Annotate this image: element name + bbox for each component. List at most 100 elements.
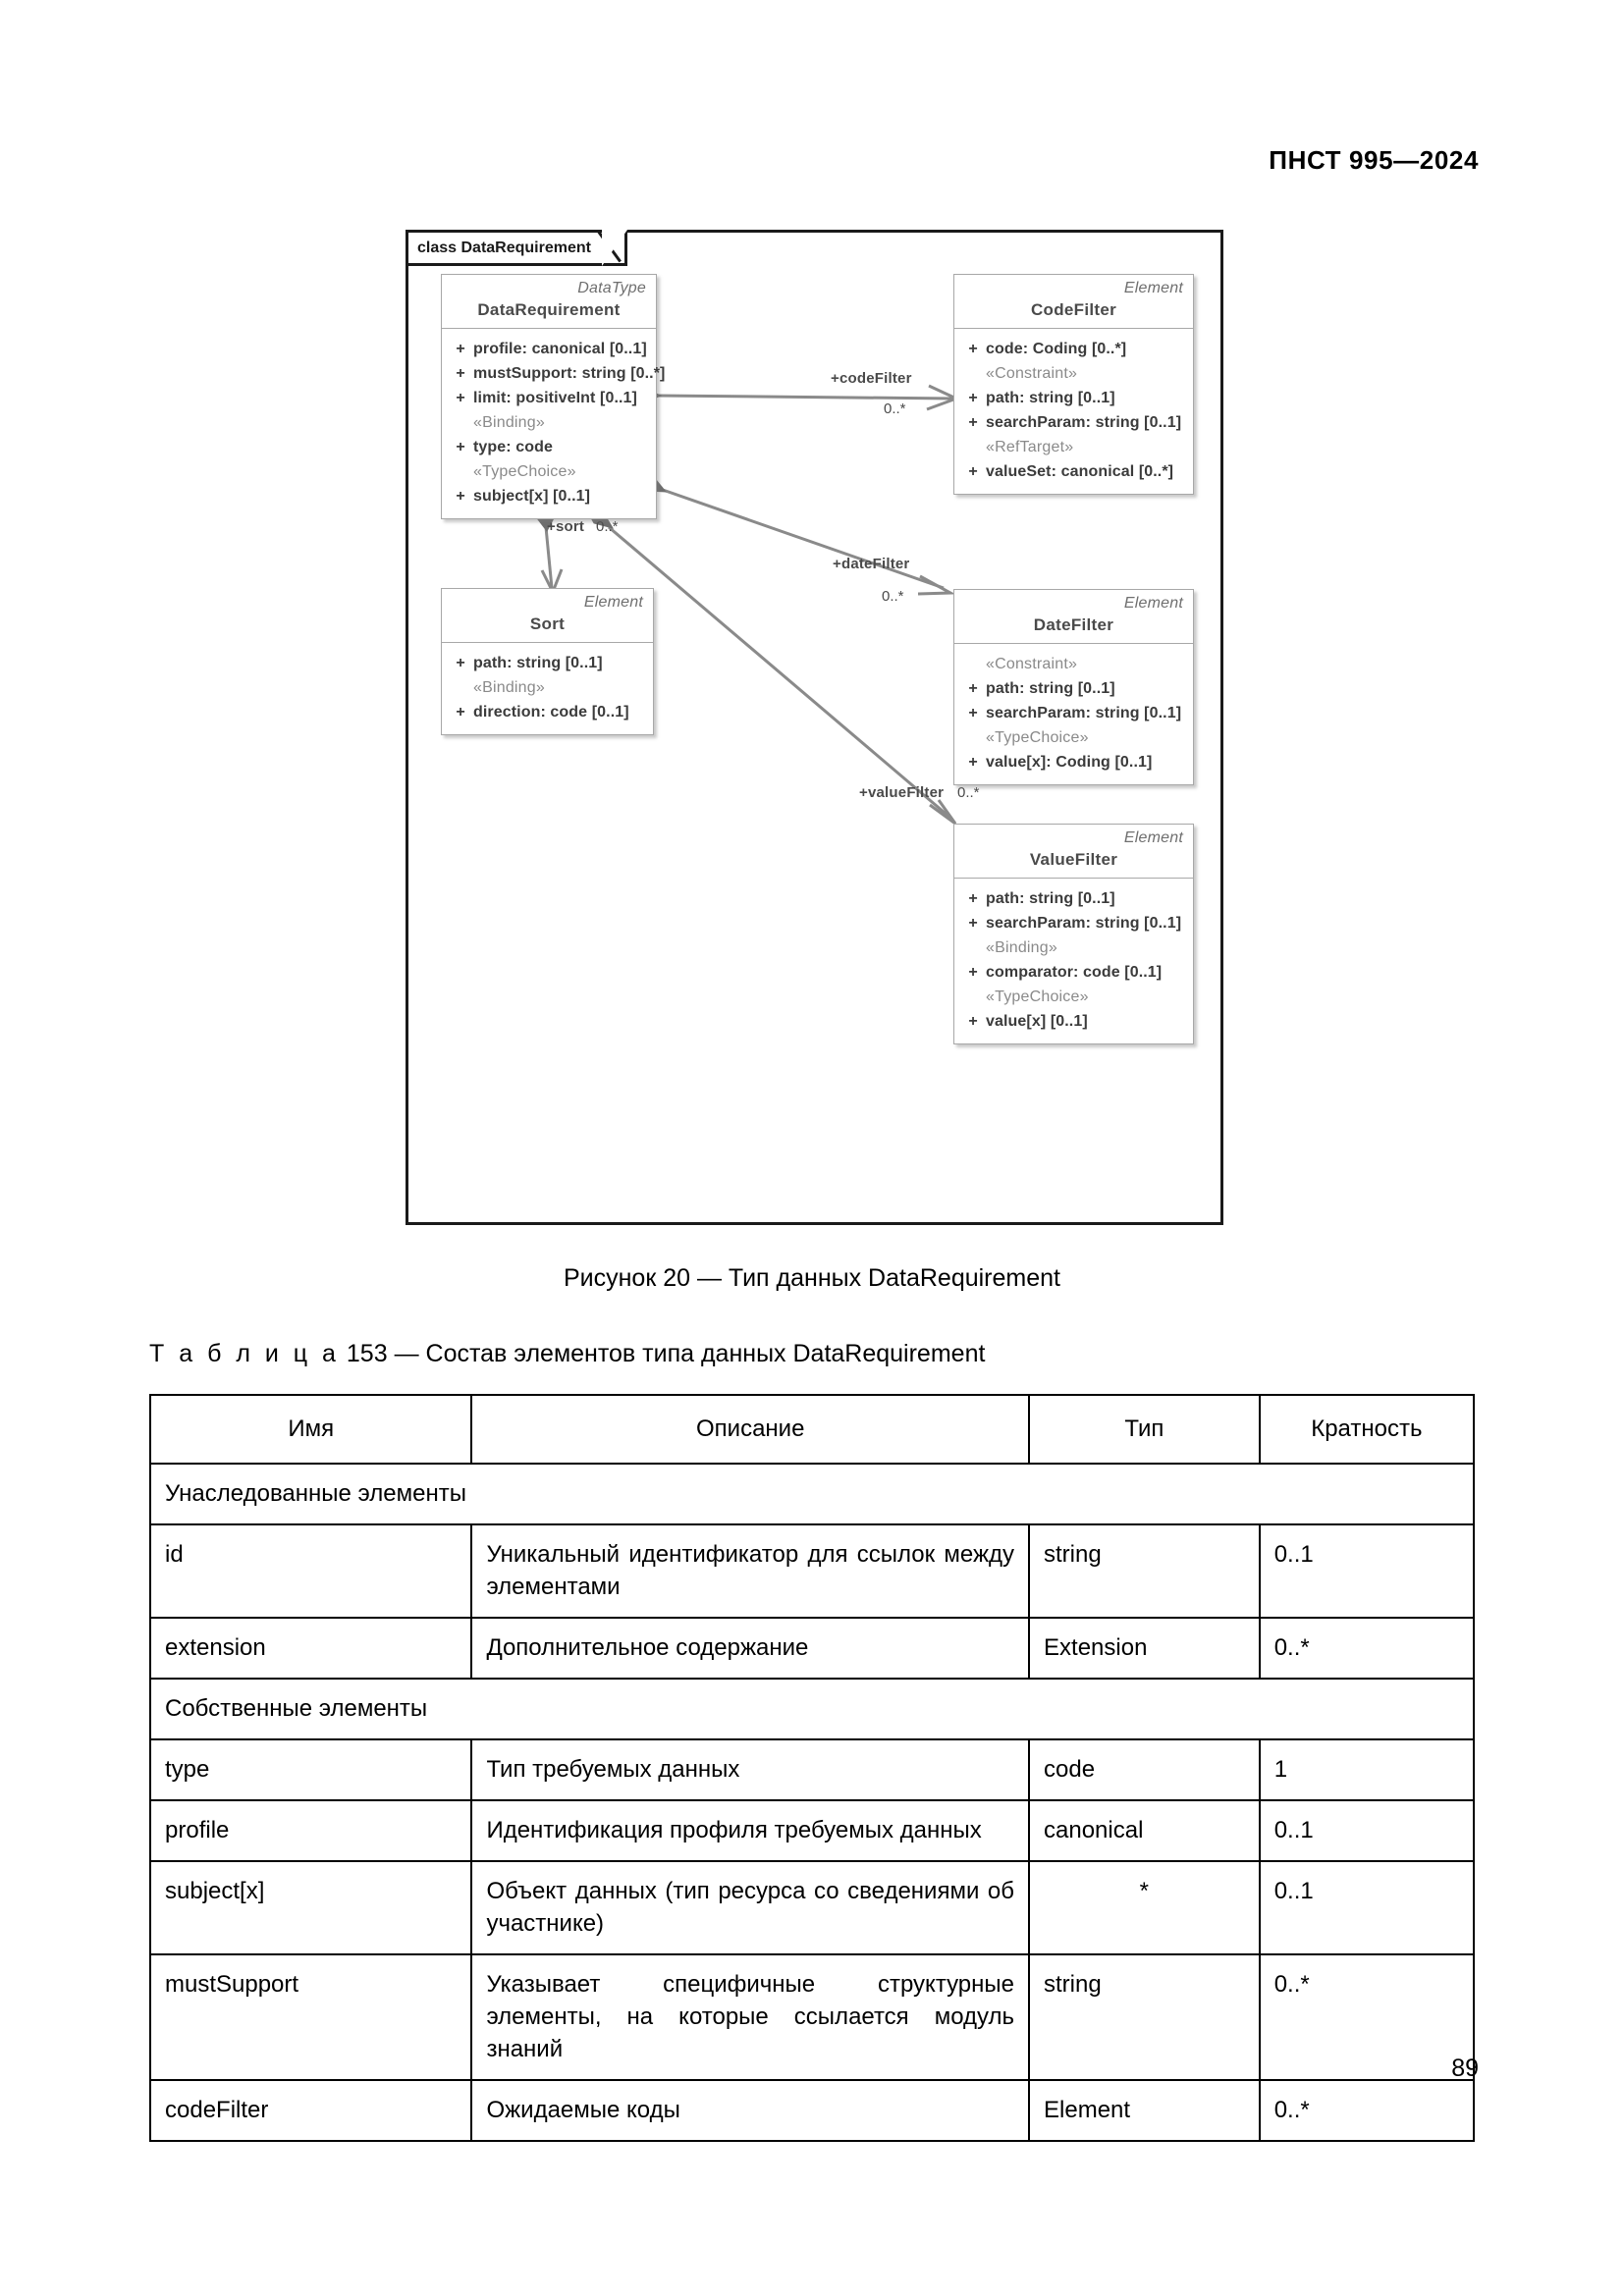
assoc-multiplicity-codefilter: 0..* bbox=[884, 400, 906, 417]
data-elements-table: Имя Описание Тип Кратность Унаследованны… bbox=[148, 1394, 1476, 2142]
member-stereotype: «TypeChoice» bbox=[986, 729, 1089, 746]
uml-class-codefilter[interactable]: Element CodeFilter + code: Coding [0..*]… bbox=[953, 274, 1194, 495]
attribute-text: type: code bbox=[473, 439, 554, 455]
class-attribute: + mustSupport: string [0..*] bbox=[448, 361, 665, 386]
attribute-text: path: string [0..1] bbox=[986, 390, 1115, 406]
table-caption: Т а б л и ц а 153 — Состав элементов тип… bbox=[149, 1340, 985, 1368]
attribute-text: path: string [0..1] bbox=[473, 655, 603, 671]
class-stereotype-valuefilter: Element bbox=[1123, 829, 1183, 846]
cell-cardinality: 0..1 bbox=[1258, 1860, 1476, 1955]
class-attribute: + value[x]: Coding [0..1] bbox=[960, 750, 1187, 774]
class-attribute: + direction: code [0..1] bbox=[448, 700, 647, 724]
class-name-datarequirement: DataRequirement bbox=[477, 300, 621, 319]
visibility-marker: + bbox=[456, 390, 465, 406]
class-header-datefilter: Element DateFilter bbox=[954, 590, 1193, 644]
table-row: profile Идентификация профиля требуемых … bbox=[148, 1799, 1476, 1862]
class-attributes-datefilter: «Constraint» + path: string [0..1] + sea… bbox=[954, 644, 1193, 784]
class-attribute: + limit: positiveInt [0..1] bbox=[448, 386, 650, 410]
table-row: subject[x] Объект данных (тип ресурса со… bbox=[148, 1860, 1476, 1955]
class-attribute: + value[x] [0..1] bbox=[960, 1009, 1187, 1034]
visibility-marker: + bbox=[968, 1013, 978, 1030]
cell-cardinality: 0..* bbox=[1258, 2079, 1476, 2142]
visibility-marker: + bbox=[968, 964, 978, 981]
visibility-marker: + bbox=[968, 890, 978, 907]
cell-cardinality: 0..* bbox=[1258, 1953, 1476, 2081]
visibility-marker: + bbox=[968, 754, 978, 771]
class-stereotype-datefilter: Element bbox=[1123, 595, 1183, 612]
attribute-text: profile: canonical [0..1] bbox=[473, 341, 647, 357]
class-header-sort: Element Sort bbox=[442, 589, 653, 643]
class-header-datarequirement: DataType DataRequirement bbox=[442, 275, 656, 329]
visibility-marker: + bbox=[456, 439, 465, 455]
class-name-datefilter: DateFilter bbox=[1033, 615, 1114, 634]
cell-description: Дополнительное содержание bbox=[470, 1617, 1031, 1680]
cell-type: code bbox=[1028, 1738, 1261, 1801]
column-header-name: Имя bbox=[148, 1394, 473, 1465]
member-stereotype: «Binding» bbox=[473, 679, 545, 696]
visibility-marker: + bbox=[968, 680, 978, 697]
cell-description: Тип требуемых данных bbox=[470, 1738, 1031, 1801]
member-stereotype: «Constraint» bbox=[986, 365, 1078, 382]
class-attribute: + searchParam: string [0..1] bbox=[960, 701, 1187, 725]
group-label-inherited: Унаследованные элементы bbox=[149, 1463, 1475, 1525]
cell-type: Element bbox=[1028, 2079, 1261, 2142]
attribute-text: valueSet: canonical [0..*] bbox=[986, 463, 1174, 480]
running-header-standard-number: ПНСТ 995—2024 bbox=[1269, 145, 1479, 175]
member-stereotype: «Constraint» bbox=[986, 656, 1078, 672]
diagram-frame-label: class DataRequirement bbox=[408, 230, 627, 266]
column-header-description: Описание bbox=[470, 1394, 1031, 1465]
cell-element-name: profile bbox=[148, 1799, 473, 1862]
member-stereotype: «Binding» bbox=[473, 414, 545, 431]
class-attribute: + code: Coding [0..*] bbox=[960, 337, 1187, 361]
visibility-marker: + bbox=[968, 390, 978, 406]
table-row: type Тип требуемых данных code 1 bbox=[148, 1738, 1476, 1801]
cell-description: Идентификация профиля требуемых данных bbox=[470, 1799, 1031, 1862]
cell-element-name: type bbox=[148, 1738, 473, 1801]
class-attribute: + subject[x] [0..1] bbox=[448, 484, 650, 508]
table-row: id Уникальный идентификатор для ссылок м… bbox=[148, 1523, 1476, 1619]
visibility-marker: + bbox=[456, 365, 465, 382]
class-attributes-codefilter: + code: Coding [0..*] «Constraint» + pat… bbox=[954, 329, 1193, 494]
class-attribute: + path: string [0..1] bbox=[448, 651, 647, 675]
table-head: Имя Описание Тип Кратность bbox=[148, 1394, 1476, 1465]
table-body: Унаследованные элементы id Уникальный ид… bbox=[148, 1463, 1476, 2142]
visibility-marker: + bbox=[456, 704, 465, 721]
assoc-multiplicity-valuefilter: 0..* bbox=[957, 784, 980, 801]
cell-element-name: id bbox=[148, 1523, 473, 1619]
assoc-label-codefilter: +codeFilter bbox=[831, 370, 912, 387]
uml-diagram-frame: class DataRequirement +codeFilte bbox=[406, 230, 1223, 1225]
class-attribute: + searchParam: string [0..1] bbox=[960, 410, 1187, 435]
group-label-own: Собственные элементы bbox=[149, 1678, 1475, 1740]
cell-type: canonical bbox=[1028, 1799, 1261, 1862]
cell-description: Уникальный идентификатор для ссылок межд… bbox=[470, 1523, 1031, 1619]
cell-element-name: mustSupport bbox=[148, 1953, 473, 2081]
uml-class-datarequirement[interactable]: DataType DataRequirement + profile: cano… bbox=[441, 274, 665, 519]
attribute-text: subject[x] [0..1] bbox=[473, 488, 591, 505]
assoc-label-sort: +sort bbox=[547, 518, 585, 535]
class-stereotype-codefilter: Element bbox=[1123, 280, 1183, 296]
assoc-multiplicity-sort: 0..* bbox=[596, 518, 619, 535]
cell-element-name: subject[x] bbox=[148, 1860, 473, 1955]
cell-type: Extension bbox=[1028, 1617, 1261, 1680]
class-name-sort: Sort bbox=[529, 614, 566, 633]
assoc-label-datefilter: +dateFilter bbox=[833, 556, 910, 572]
member-stereotype: «TypeChoice» bbox=[986, 988, 1089, 1005]
column-header-type: Тип bbox=[1028, 1394, 1261, 1465]
class-header-valuefilter: Element ValueFilter bbox=[954, 825, 1193, 879]
table-caption-rest: 153 — Состав элементов типа данных DataR… bbox=[346, 1340, 986, 1367]
class-attribute: + path: string [0..1] bbox=[960, 386, 1187, 410]
table-row: codeFilter Ожидаемые коды Element 0..* bbox=[148, 2079, 1476, 2142]
visibility-marker: + bbox=[968, 463, 978, 480]
uml-class-sort[interactable]: Element Sort + path: string [0..1] «Bind… bbox=[441, 588, 654, 735]
assoc-label-valuefilter: +valueFilter bbox=[859, 784, 945, 801]
uml-class-datefilter[interactable]: Element DateFilter «Constraint» + path: … bbox=[953, 589, 1194, 785]
uml-class-valuefilter[interactable]: Element ValueFilter + path: string [0..1… bbox=[953, 824, 1194, 1044]
association-codefilter bbox=[627, 384, 960, 411]
class-attribute: + profile: canonical [0..1] bbox=[448, 337, 650, 361]
class-stereotype-sort: Element bbox=[583, 594, 643, 611]
visibility-marker: + bbox=[968, 414, 978, 431]
attribute-text: searchParam: string [0..1] bbox=[986, 915, 1182, 932]
table-row: mustSupport Указывает специфичные структ… bbox=[148, 1953, 1476, 2081]
cell-description: Объект данных (тип ресурса со сведениями… bbox=[470, 1860, 1031, 1955]
attribute-text: searchParam: string [0..1] bbox=[986, 414, 1182, 431]
